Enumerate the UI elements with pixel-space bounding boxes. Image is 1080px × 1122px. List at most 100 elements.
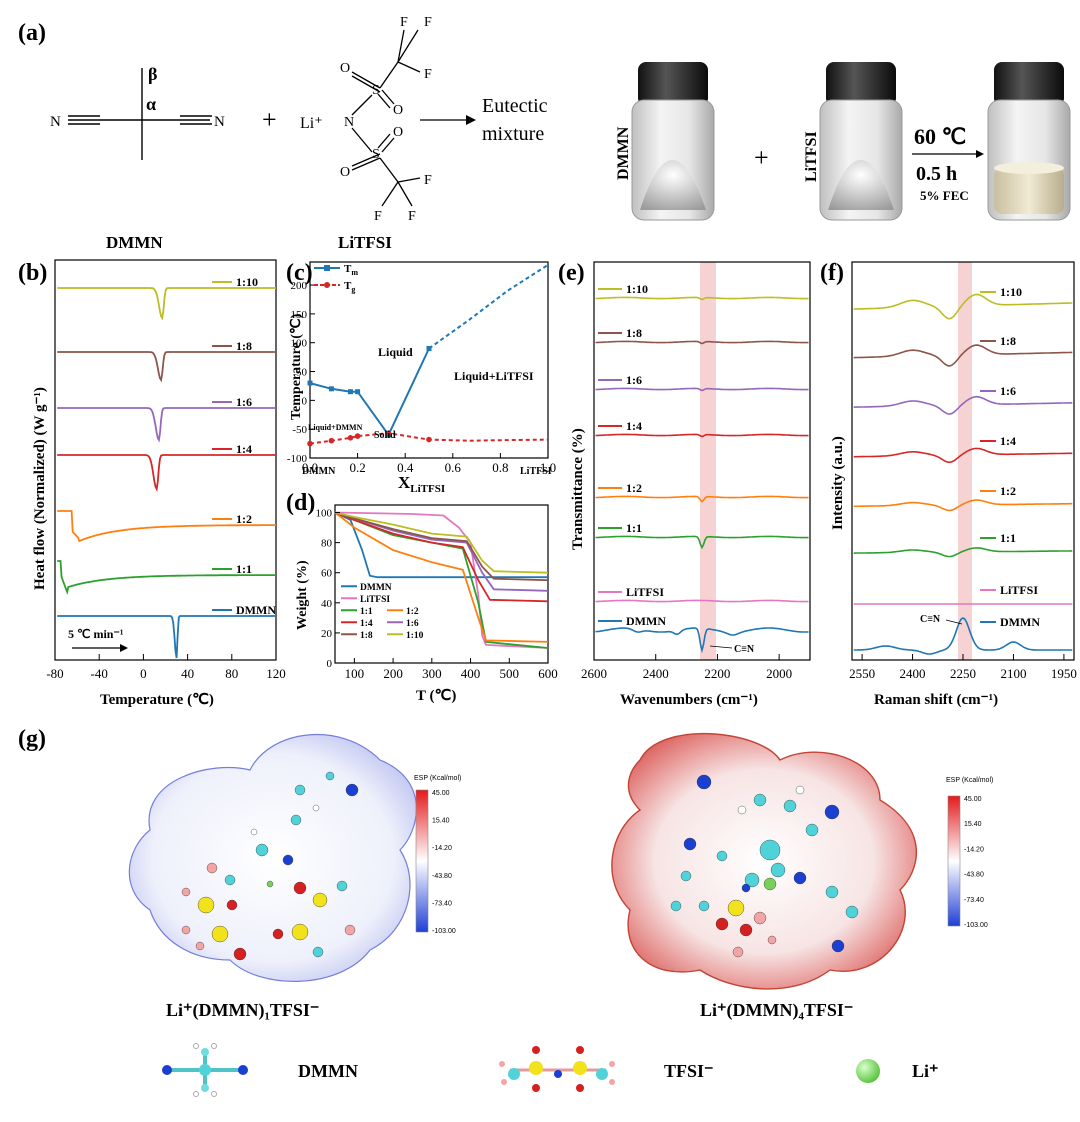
tm-point — [307, 380, 313, 386]
legend-dmmn-molecule — [162, 1043, 248, 1097]
panel-c-end-right: LiTFSI — [520, 466, 552, 477]
tg-point — [307, 440, 313, 447]
c-ytick-label: 50 — [296, 367, 308, 379]
esp-tick-label: 45.00 — [432, 790, 450, 797]
dsc-legend-dmmn: DMMN — [236, 603, 276, 617]
raman-curve-1-4 — [853, 447, 1073, 464]
legend-tm-sub: m — [351, 268, 358, 277]
raman-curve-1-10 — [853, 293, 1073, 320]
alpha-label: α — [146, 94, 156, 114]
tga-curve-1-8 — [334, 511, 549, 582]
ftir-legend-1-2: 1:2 — [626, 481, 642, 495]
atom — [732, 946, 744, 958]
ftir-curve-1-10 — [595, 296, 809, 301]
panel-c-end-left: DMMN — [302, 466, 336, 477]
atom — [737, 805, 747, 815]
tga-legend-1-8: 1:8 — [360, 631, 373, 641]
atom — [226, 899, 238, 911]
esp-tick-label: -14.20 — [432, 845, 452, 852]
c-xtick-label: 0.2 — [349, 460, 365, 475]
dsc-legend-1-2: 1:2 — [236, 512, 252, 526]
ftir-curve-1-1 — [595, 535, 809, 550]
d-ytick-label: 40 — [321, 598, 333, 610]
dsc-legend-1-8: 1:8 — [236, 339, 252, 353]
panel-f-highlight — [958, 262, 972, 660]
tga-legend-1-2: 1:2 — [406, 607, 419, 617]
panel-label-b: (b) — [18, 260, 47, 286]
tm-line — [309, 348, 430, 437]
b-xtick-label: -40 — [91, 666, 108, 681]
panel-d-frame — [334, 504, 549, 664]
esp-tick-label: -73.40 — [432, 900, 452, 907]
raman-legend-1-1: 1:1 — [1000, 531, 1016, 545]
tga-legend-1-1: 1:1 — [360, 607, 373, 617]
legend-tg: Tg — [344, 280, 355, 294]
c-xtick-label: 0.4 — [397, 460, 414, 475]
vial-litfsi-label: LiTFSI — [803, 131, 820, 182]
c-xtick-label: 0.8 — [492, 460, 508, 475]
d-xtick-label: 600 — [538, 666, 558, 681]
dsc-legend-1-1: 1:1 — [236, 562, 252, 576]
d-xtick-label: 400 — [461, 666, 481, 681]
tfsi-structure — [351, 29, 421, 207]
cluster-right-atoms — [670, 774, 859, 958]
tga-legend-1-6: 1:6 — [406, 619, 419, 629]
legend-tm-name: T — [344, 263, 352, 275]
d-ytick-label: 20 — [321, 628, 333, 640]
tg-point — [354, 433, 361, 439]
panel-f-xlabel: Raman shift (cm⁻¹) — [874, 692, 998, 708]
atom — [282, 854, 294, 866]
tga-curve-dmmn — [334, 511, 548, 579]
tm-point — [328, 386, 334, 392]
atom — [312, 946, 324, 958]
atom — [770, 862, 786, 878]
ftir-legend-1-1: 1:1 — [626, 521, 642, 535]
tg-point — [385, 430, 392, 437]
atom — [824, 804, 840, 820]
legend-tfsi-molecule — [499, 1046, 615, 1092]
condition-fec: 5% FEC — [920, 188, 969, 203]
atom — [291, 923, 309, 941]
atom — [224, 874, 236, 886]
ftir-legend-dmmn: DMMN — [626, 614, 666, 628]
ftir-curve-1-2 — [595, 495, 809, 503]
f-xtick-label: 2400 — [900, 666, 926, 681]
atom — [266, 880, 274, 888]
raman-curve-1-6 — [853, 395, 1073, 415]
eutectic-text-2: mixture — [482, 123, 544, 145]
vial-mixture — [987, 62, 1071, 221]
raman-curve-1-1 — [853, 547, 1073, 558]
atom — [683, 837, 697, 851]
litfsi-caption: LiTFSI — [338, 233, 392, 252]
atom — [744, 872, 760, 888]
f-xtick-label: 1950 — [1051, 666, 1077, 681]
cluster-left — [128, 733, 417, 982]
dmmn-structure — [68, 68, 212, 160]
panel-c-xlabel-main: X — [398, 473, 411, 492]
tm-line-extrapolated — [428, 264, 549, 350]
panel-d-ylabel: Weight (%) — [295, 560, 310, 630]
n-mid: N — [344, 115, 354, 130]
f-label-6: F — [408, 209, 416, 224]
tga-legend-1-4: 1:4 — [360, 619, 373, 629]
atom — [680, 870, 692, 882]
panel-e-xlabel: Wavenumbers (cm⁻¹) — [620, 692, 758, 708]
tm-point — [426, 345, 432, 351]
f-label-2: F — [424, 15, 432, 30]
panel-label-g: (g) — [18, 726, 46, 752]
panel-b-ylabel: Heat flow (Normalized) (W g⁻¹) — [32, 387, 48, 590]
dsc-legend-1-6: 1:6 — [236, 395, 252, 409]
condition-temp: 60 ℃ — [914, 124, 966, 149]
dmmn-caption: DMMN — [106, 233, 163, 252]
panel-label-a: (a) — [18, 20, 46, 46]
panel-label-f: (f) — [820, 260, 844, 286]
atom — [831, 939, 845, 953]
